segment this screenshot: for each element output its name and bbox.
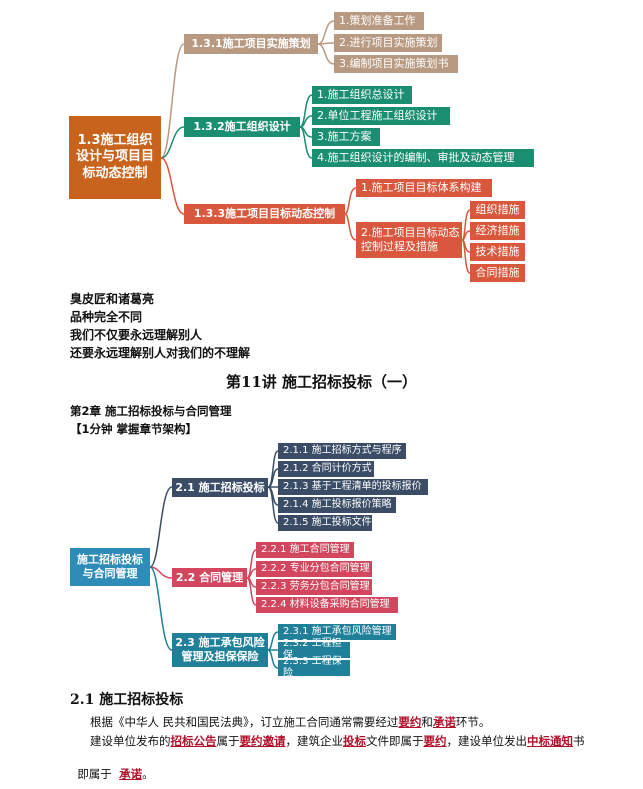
p2-keyword-offer: 要约 [423, 734, 447, 748]
mindmap2-b2-item-2: 2.2.2 专业分包合同管理 [256, 561, 372, 577]
section-title: 2.1 施工招标投标 [70, 692, 184, 708]
section-paragraph-1: 根据《中华人 民共和国民法典》，订立施工合同通常需要经过要约和承诺环节。 [90, 714, 490, 730]
p2-text-f: 书 [573, 734, 585, 748]
mindmap1-b3-item-1: 1.施工项目目标体系构建 [356, 179, 492, 197]
mindmap1-b1-item-3: 3.编制项目实施策划书 [334, 55, 458, 73]
p3-keyword-acceptance: 承诺 [119, 767, 143, 781]
note-line-4: 还要永远理解别人对我们的不理解 [70, 346, 251, 360]
mindmap1-root: 1.3施工组织设计与项目目标动态控制 [69, 116, 161, 199]
mindmap2-root: 施工招标投标与合同管理 [70, 548, 150, 586]
p3-text-b: 。 [142, 767, 154, 781]
mindmap1-measure-economic: 经济措施 [470, 222, 525, 240]
note-line-3: 我们不仅要永远理解别人 [70, 328, 203, 342]
mindmap1-branch-construction-org-design: 1.3.2施工组织设计 [184, 117, 300, 137]
p1-text-b: 和 [421, 715, 433, 729]
p2-text-e: ，建设单位发出 [446, 734, 528, 748]
mindmap1-measure-contractual: 合同措施 [470, 264, 525, 282]
mindmap2-branch-bidding: 2.1 施工招标投标 [172, 478, 268, 497]
p2-text-c: ，建筑企业 [285, 734, 344, 748]
section-paragraph-2: 建设单位发布的招标公告属于要约邀请，建筑企业投标文件即属于要约，建设单位发出中标… [90, 733, 585, 749]
mindmap1-b2-item-4: 4.施工组织设计的编制、审批及动态管理 [312, 149, 534, 167]
p2-keyword-tender-notice: 招标公告 [170, 734, 217, 748]
mindmap2-b1-item-1: 2.1.1 施工招标方式与程序 [278, 443, 406, 459]
p1-text-a: 根据《中华人 民共和国民法典》，订立施工合同通常需要经过 [90, 715, 399, 729]
p1-text-c: 环节。 [455, 715, 491, 729]
mindmap2-b1-item-2: 2.1.2 合同计价方式 [278, 461, 374, 477]
p2-text-d: 文件即属于 [366, 734, 424, 748]
section-paragraph-3: 即属于 承诺。 [70, 752, 154, 782]
mindmap1-measure-organizational: 组织措施 [470, 201, 525, 219]
p2-keyword-bid: 投标 [343, 734, 366, 748]
mindmap2-branch-risk-guarantee-insurance: 2.3 施工承包风险管理及担保保险 [172, 633, 268, 667]
p1-keyword-acceptance: 承诺 [432, 715, 456, 729]
mindmap1-branch-implementation-planning: 1.3.1施工项目实施策划 [184, 34, 318, 54]
p2-text-b: 属于 [216, 734, 240, 748]
mindmap1-b2-item-3: 3.施工方案 [312, 128, 380, 146]
mindmap1-b2-item-1: 1.施工组织总设计 [312, 86, 412, 104]
mindmap2-b3-item-2: 2.3.2 工程担保 [278, 638, 350, 661]
lecture-title: 第11讲 施工招标投标（一） [225, 373, 418, 391]
note-line-1: 臭皮匠和诸葛亮 [70, 292, 155, 306]
p3-text-a: 即属于 [77, 767, 120, 781]
mindmap2-b2-item-1: 2.2.1 施工合同管理 [256, 542, 354, 558]
mindmap2-branch-contract-management: 2.2 合同管理 [172, 568, 247, 587]
mindmap2-b3-item-1: 2.3.1 施工承包风险管理 [278, 624, 396, 640]
p1-keyword-offer: 要约 [398, 715, 422, 729]
p2-keyword-award-notice: 中标通知 [527, 734, 573, 748]
note-line-2: 品种完全不同 [70, 310, 143, 324]
p2-text-a: 建设单位发布的 [90, 734, 171, 748]
mindmap2-b1-item-5: 2.1.5 施工投标文件 [278, 515, 372, 531]
mindmap2-b3-item-3: 2.3.3 工程保险 [278, 656, 350, 679]
mindmap1-b1-item-2: 2.进行项目实施策划 [334, 34, 442, 52]
mindmap2-b1-item-4: 2.1.4 施工投标报价策略 [278, 497, 396, 513]
mindmap1-b1-item-1: 1.策划准备工作 [334, 12, 424, 30]
mindmap1-b3-item-2: 2.施工项目目标动态控制过程及措施 [356, 222, 462, 258]
chapter-subtitle: 【1分钟 掌握章节架构】 [70, 422, 198, 436]
p2-keyword-invitation-to-offer: 要约邀请 [239, 734, 286, 748]
mindmap2-b2-item-4: 2.2.4 材料设备采购合同管理 [256, 597, 398, 613]
mindmap2-b2-item-3: 2.2.3 劳务分包合同管理 [256, 579, 372, 595]
mindmap1-b2-item-2: 2.单位工程施工组织设计 [312, 107, 450, 125]
mindmap1-measure-technical: 技术措施 [470, 243, 525, 261]
chapter-title: 第2章 施工招标投标与合同管理 [70, 404, 232, 418]
mindmap1-branch-target-dynamic-control: 1.3.3施工项目目标动态控制 [184, 204, 345, 224]
mindmap2-b1-item-3: 2.1.3 基于工程清单的投标报价 [278, 479, 428, 495]
